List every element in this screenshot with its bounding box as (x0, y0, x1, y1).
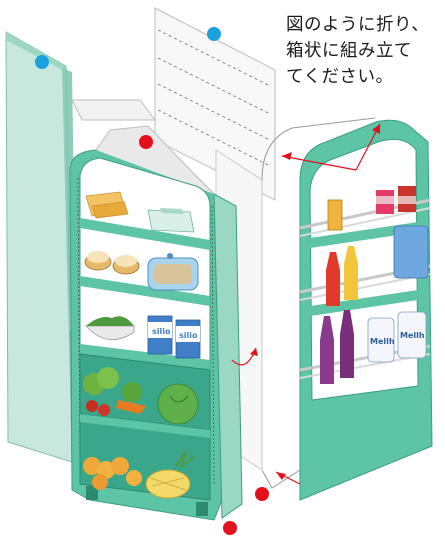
blue-fold-dot-top (207, 27, 221, 41)
red-fold-dot-bottom-right (255, 487, 269, 501)
bottle-right-label: Mellh (400, 331, 425, 340)
fold-arrows (231, 123, 381, 485)
milk-box-right-label: silio (179, 331, 198, 340)
salad-bowl (85, 316, 135, 340)
left-door-panel (5, 31, 78, 463)
instruction-line-1: 図のように折り、 (286, 15, 430, 35)
instruction-line-2: 箱状に組み立て (286, 41, 412, 61)
vegetables (83, 367, 199, 425)
instruction-text: 図のように折り、 箱状に組み立て てください。 (286, 12, 444, 90)
bottle-left-label: Mellh (370, 337, 395, 346)
instruction-line-3: てください。 (286, 67, 394, 87)
casserole-dish (147, 253, 199, 291)
door-jars (327, 186, 416, 231)
milk-box-left: silio (147, 315, 173, 355)
fold-markers (35, 27, 269, 535)
butter-boxes (85, 191, 129, 219)
pudding-cups (84, 251, 140, 275)
top-flap (71, 7, 276, 201)
blue-fold-dot-left (35, 55, 49, 69)
red-fold-dot-bottom (223, 521, 237, 535)
milk-box-left-label: silio (152, 327, 171, 336)
door-bottles (326, 225, 429, 306)
red-fold-dot-top (139, 135, 153, 149)
glass-containers (147, 208, 195, 233)
milk-box-right: silio (175, 319, 201, 359)
fruits (83, 451, 195, 499)
right-door-panel (299, 119, 433, 501)
door-wine-and-milk: Mellh Mellh (320, 310, 427, 384)
